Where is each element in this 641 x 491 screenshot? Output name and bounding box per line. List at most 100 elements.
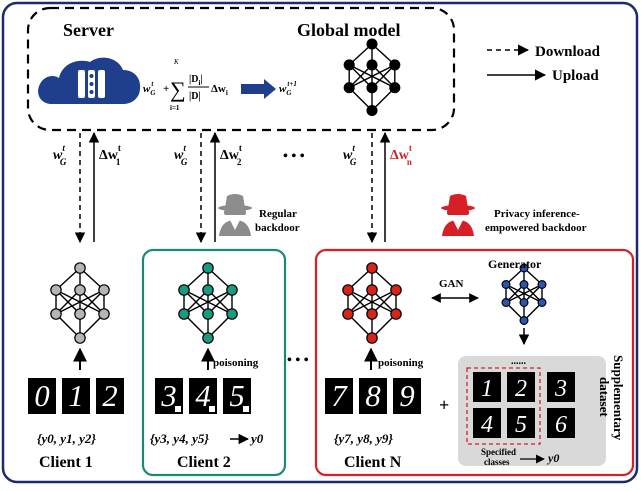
network-node <box>74 332 86 344</box>
legend-download: Download <box>535 44 601 60</box>
supplementary-label-line1: Supplementary <box>611 355 626 441</box>
network-node <box>519 298 529 308</box>
network-node <box>202 262 214 274</box>
outer-frame <box>1 1 639 484</box>
plus-sign: + <box>439 395 449 415</box>
network-node <box>226 308 238 320</box>
generator-network-icon <box>501 263 547 326</box>
svg-text:3: 3 <box>554 376 567 402</box>
network-node <box>389 82 401 94</box>
network-node <box>366 284 378 296</box>
communication-arrows <box>74 131 391 244</box>
svg-text:K: K <box>173 58 179 66</box>
network-node <box>50 308 62 320</box>
poisoning-label-2: poisoning <box>213 357 259 369</box>
svg-text:4: 4 <box>195 379 210 413</box>
svg-text:i=1: i=1 <box>170 104 180 112</box>
network-node <box>366 38 378 50</box>
global-model-label: Global model <box>297 20 401 40</box>
network-node <box>74 308 86 320</box>
svg-text:+: + <box>163 83 169 95</box>
network-node <box>366 308 378 320</box>
poisoning-label-n: poisoning <box>378 357 424 369</box>
network-node <box>202 308 214 320</box>
network-node <box>178 284 190 296</box>
svg-text:wGt+1: wGt+1 <box>279 80 297 97</box>
legend-upload: Upload <box>552 68 599 84</box>
network-node <box>366 82 378 94</box>
network-node <box>226 284 238 296</box>
svg-text:5: 5 <box>229 379 244 413</box>
svg-text:8: 8 <box>365 379 380 413</box>
global-model-network-icon <box>343 38 401 117</box>
privacy-backdoor-line2: empowered backdoor <box>485 222 587 234</box>
gan-label: GAN <box>439 278 464 290</box>
network-node <box>343 82 355 94</box>
network-node <box>537 298 547 308</box>
aggregation-formula: wGt + K ∑ i=1 |Di| |D| Δwi wGt+1 <box>143 58 297 112</box>
regular-backdoor-line1: Regular <box>259 208 297 220</box>
network-node <box>366 332 378 344</box>
svg-text:7: 7 <box>331 379 348 413</box>
network-node <box>74 262 86 274</box>
legend: Download Upload <box>487 44 601 84</box>
network-node <box>202 284 214 296</box>
network-node <box>50 284 62 296</box>
network-node <box>390 284 402 296</box>
network-node <box>343 59 355 71</box>
classes-label: classes <box>484 457 510 467</box>
svg-text:wGt: wGt <box>143 80 155 97</box>
specified-label: Specified <box>481 447 516 457</box>
svg-text:2: 2 <box>102 379 117 413</box>
ellipsis-mid: • • • <box>287 353 309 368</box>
client-1-labels: {y0, y1, y2} <box>37 431 96 446</box>
network-node <box>74 284 86 296</box>
network-node <box>501 280 511 290</box>
client-n-name: Client N <box>344 454 402 471</box>
network-node <box>366 59 378 71</box>
network-node <box>390 308 402 320</box>
svg-text:1: 1 <box>481 376 493 402</box>
network-node <box>202 332 214 344</box>
client-2-labels: {y3, y4, y5} <box>150 431 209 446</box>
cloud-server-icon <box>38 57 141 104</box>
network-node <box>366 262 378 274</box>
supplementary-label-line2: dataset <box>597 377 612 417</box>
server-region <box>26 6 456 132</box>
svg-text:0: 0 <box>34 379 49 413</box>
client-2-model-icon <box>178 262 238 344</box>
svg-text:2: 2 <box>515 376 527 402</box>
privacy-attacker-icon <box>441 194 475 236</box>
network-node <box>342 308 354 320</box>
specified-classes-box <box>466 367 541 445</box>
regular-backdoor-line2: backdoor <box>255 222 300 234</box>
network-node <box>98 308 110 320</box>
client-1-name: Client 1 <box>39 454 93 471</box>
svg-text:6: 6 <box>555 412 567 438</box>
regular-attacker-icon <box>218 194 252 236</box>
client-2-region <box>141 248 287 477</box>
svg-text:5: 5 <box>515 412 527 438</box>
generator-label: Generator <box>488 257 542 271</box>
client-2-name: Client 2 <box>177 454 231 471</box>
client-n-model-icon <box>342 262 402 344</box>
svg-text:1: 1 <box>68 379 83 413</box>
client-2-target: y0 <box>249 431 264 446</box>
network-node <box>178 308 190 320</box>
privacy-backdoor-line1: Privacy inference- <box>494 208 580 220</box>
network-node <box>519 263 529 273</box>
network-node <box>98 284 110 296</box>
svg-text:3: 3 <box>160 379 176 413</box>
svg-text:∑: ∑ <box>170 77 186 102</box>
